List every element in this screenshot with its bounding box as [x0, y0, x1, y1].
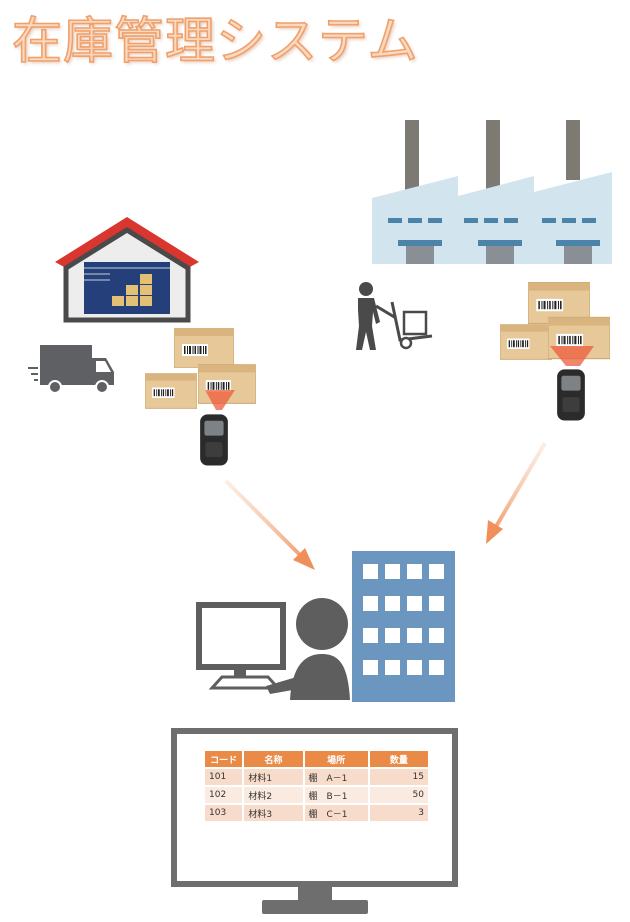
table-header-row: コード 名称 場所 数量: [205, 751, 428, 767]
cell-quantity: 50: [369, 787, 428, 803]
column-header-code: コード: [205, 751, 243, 767]
cell-code: 103: [205, 805, 243, 821]
column-header-name: 名称: [244, 751, 303, 767]
right-handheld-scanner-icon: [557, 369, 585, 421]
inventory-table: コード 名称 場所 数量 101 材料1 棚 A－1 15 102 材料2 棚 …: [203, 749, 430, 823]
cell-name: 材料1: [244, 769, 303, 785]
cell-code: 102: [205, 787, 243, 803]
table-row: 103 材料3 棚 C－1 3: [205, 805, 428, 821]
delivery-truck-icon: [28, 345, 114, 394]
cell-location: 棚 A－1: [304, 769, 368, 785]
factory-icon: [372, 120, 612, 264]
cell-location: 棚 B－1: [304, 787, 368, 803]
table-row: 102 材料2 棚 B－1 50: [205, 787, 428, 803]
office-building-icon: [352, 551, 455, 702]
cell-code: 101: [205, 769, 243, 785]
column-header-location: 場所: [304, 751, 368, 767]
right-barcode-boxes-icon: [500, 282, 610, 366]
column-header-quantity: 数量: [369, 751, 428, 767]
table-row: 101 材料1 棚 A－1 15: [205, 769, 428, 785]
cell-quantity: 3: [369, 805, 428, 821]
left-handheld-scanner-icon: [200, 414, 228, 466]
diagram-title: 在庫管理システム: [11, 11, 419, 71]
cell-name: 材料3: [244, 805, 303, 821]
worker-hand-truck-icon: [356, 282, 433, 350]
right-flow-arrow: [486, 441, 547, 544]
left-barcode-boxes-icon: [145, 328, 256, 410]
cell-name: 材料2: [244, 787, 303, 803]
office-worker-pc-icon: [196, 598, 350, 700]
warehouse-icon: [55, 217, 199, 323]
cell-location: 棚 C－1: [304, 805, 368, 821]
cell-quantity: 15: [369, 769, 428, 785]
left-flow-arrow: [224, 479, 315, 570]
